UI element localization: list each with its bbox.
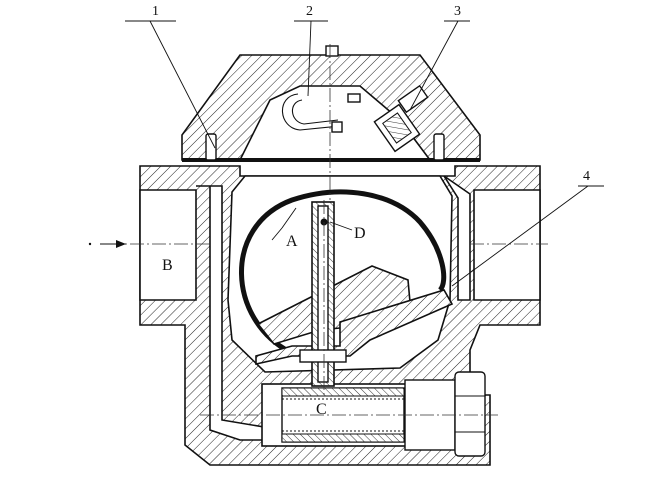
vent-valve <box>373 84 429 153</box>
strainer <box>261 371 486 457</box>
cover-bolt-left <box>205 133 217 161</box>
label-a: A <box>286 233 298 250</box>
label-c: C <box>316 401 327 418</box>
inlet-flow-arrow <box>88 240 126 248</box>
label-d: D <box>354 225 366 242</box>
callout-4: 4 <box>583 169 590 184</box>
label-b: B <box>162 257 173 274</box>
bimetal-element <box>281 93 361 133</box>
callout-2: 2 <box>306 4 313 19</box>
cover-bolt-right <box>433 133 445 161</box>
valve-stem <box>299 201 347 387</box>
float <box>239 189 447 355</box>
callout-1: 1 <box>152 4 159 19</box>
callout-3: 3 <box>454 4 461 19</box>
leader-lines <box>125 20 604 287</box>
cover <box>181 45 481 162</box>
